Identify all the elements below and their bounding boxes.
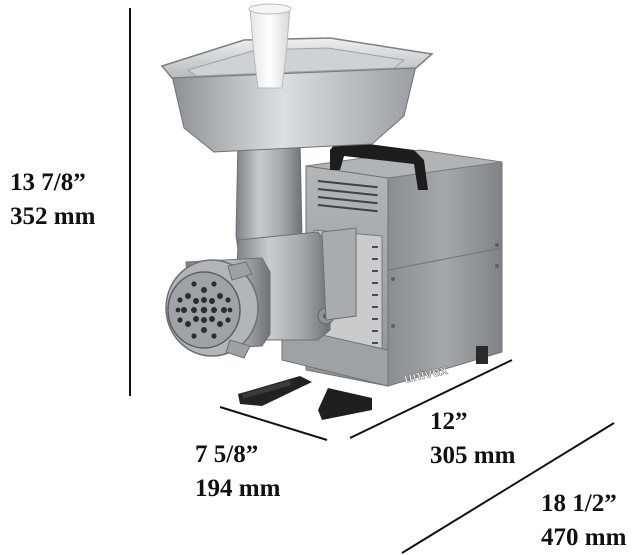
depth-dimension-label: 12” 305 mm — [430, 405, 515, 473]
foot-rib — [242, 380, 292, 399]
rear-foot — [318, 388, 372, 420]
length-imperial: 18 1/2” — [541, 490, 617, 517]
height-dimension-label: 13 7/8” 352 mm — [10, 166, 95, 234]
depth-dimension-line — [349, 359, 513, 439]
length-dimension-line — [401, 422, 615, 554]
height-imperial: 13 7/8” — [10, 169, 86, 196]
meat-grinder: univex — [160, 3, 503, 420]
width-imperial: 7 5/8” — [195, 441, 259, 468]
hopper-tray-body — [171, 65, 417, 153]
height-metric: 352 mm — [10, 203, 96, 230]
plate-holes — [175, 281, 233, 339]
screw — [495, 264, 499, 268]
food-pusher — [249, 7, 291, 89]
depth-imperial: 12” — [430, 408, 468, 435]
top-vents — [317, 180, 378, 213]
length-dimension-label: 18 1/2” 470 mm — [541, 487, 626, 555]
screw — [495, 243, 499, 247]
width-metric: 194 mm — [195, 475, 281, 502]
width-dimension-label: 7 5/8” 194 mm — [195, 438, 280, 506]
front-foot — [238, 376, 312, 406]
depth-metric: 305 mm — [430, 442, 516, 469]
screw — [391, 277, 395, 281]
width-dimension-line — [219, 406, 328, 441]
screw — [391, 324, 395, 328]
length-metric: 470 mm — [541, 524, 627, 551]
carry-handle — [330, 140, 428, 190]
